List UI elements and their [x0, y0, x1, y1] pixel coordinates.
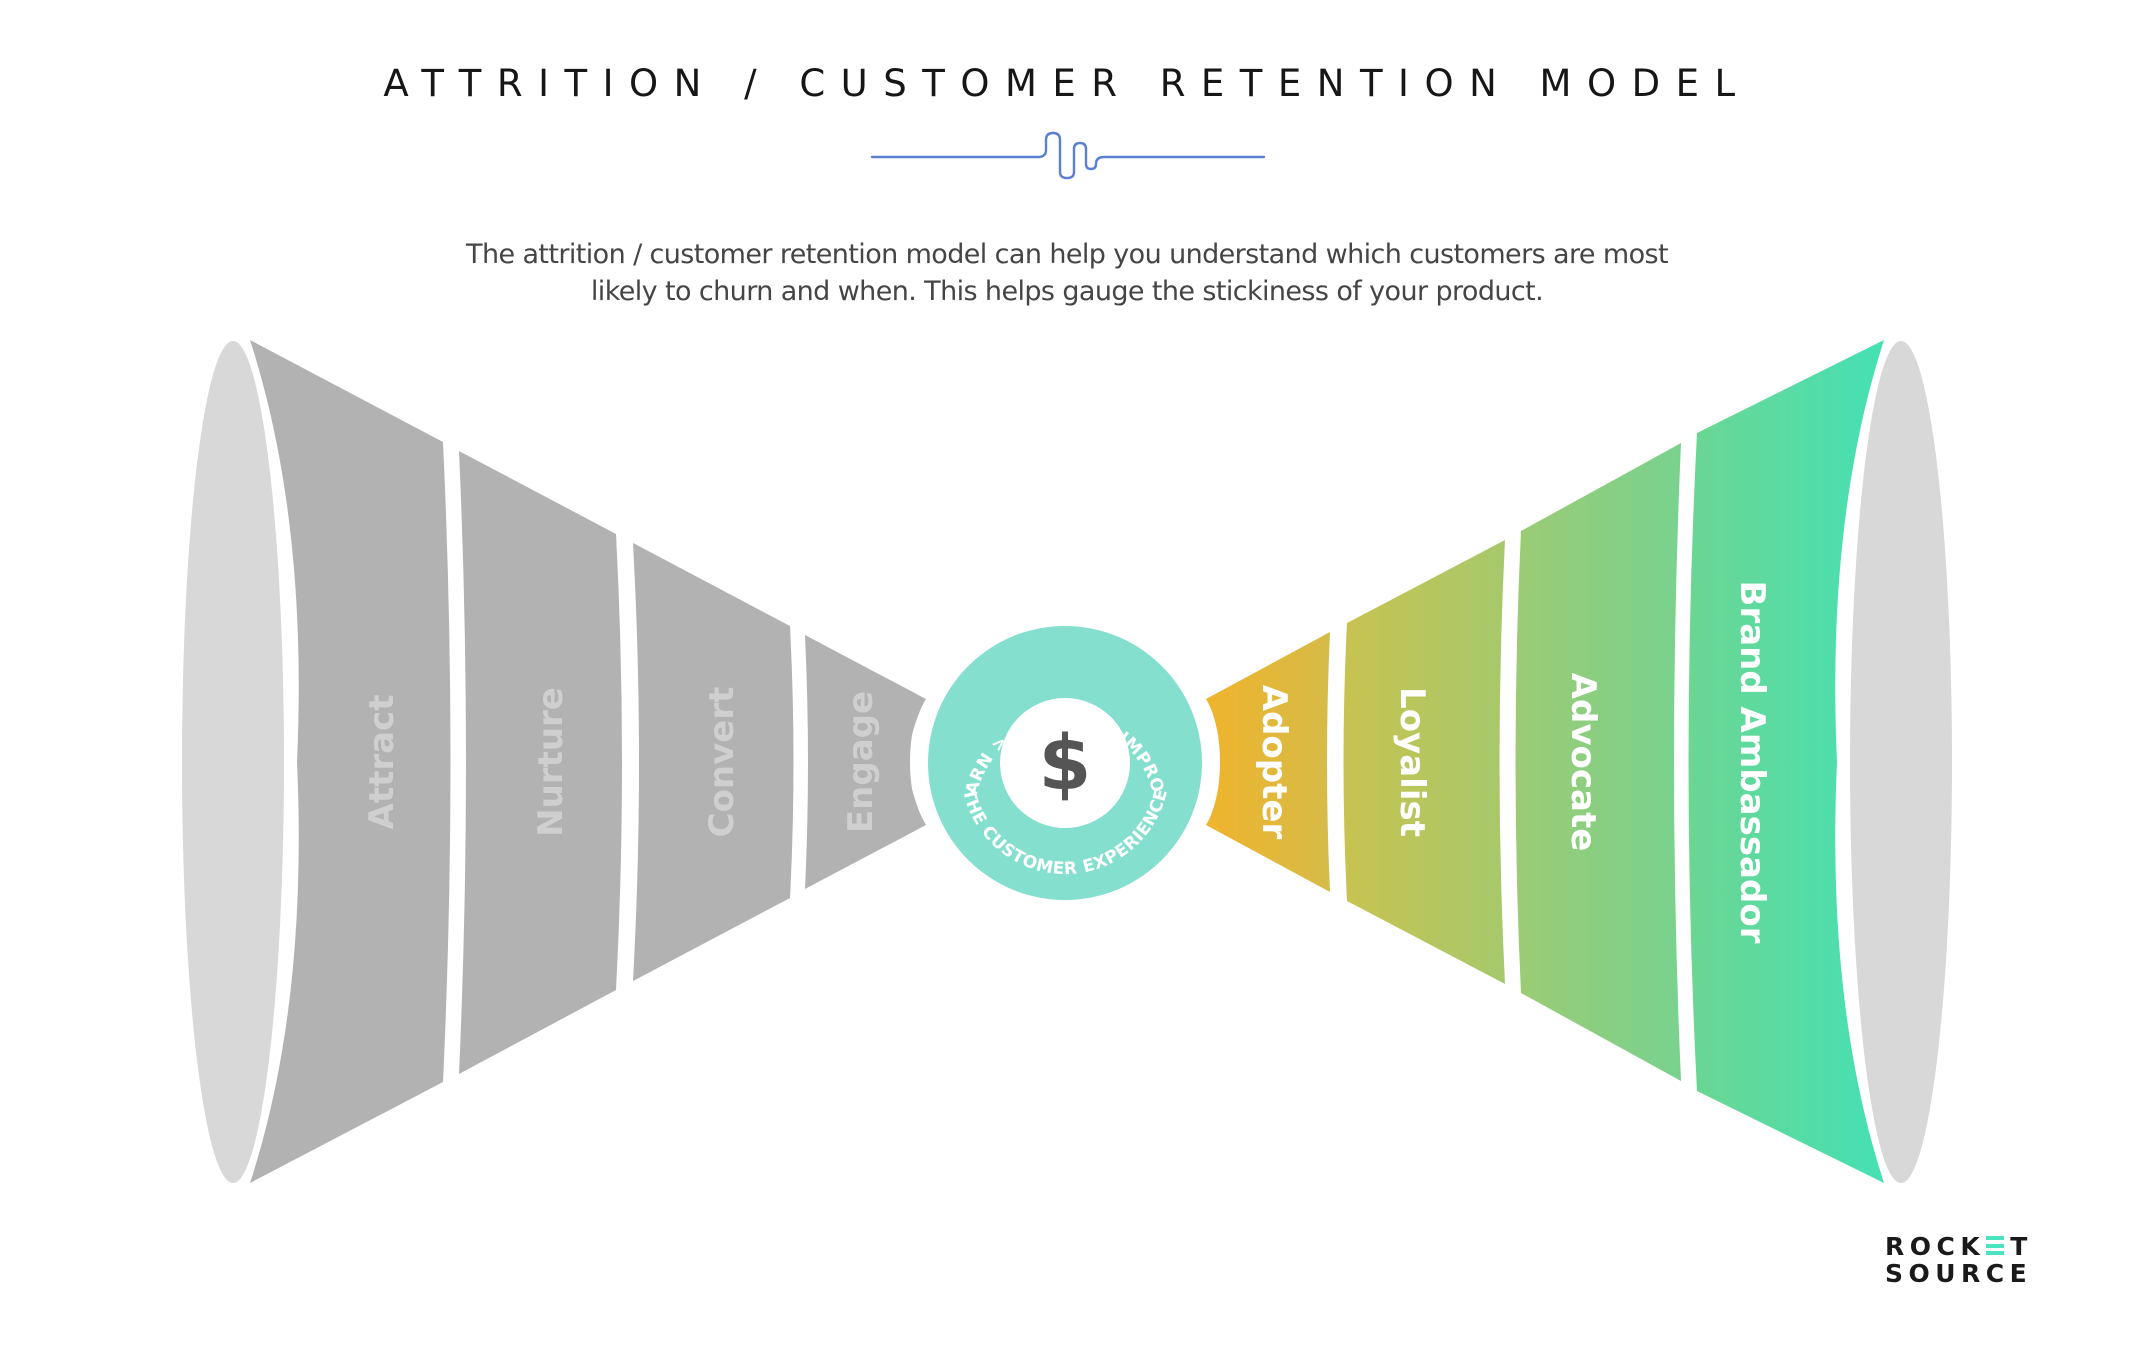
rocketsource-logo: ROCK T SOURCE — [1885, 1233, 2045, 1287]
label-convert: Convert — [702, 687, 742, 838]
label-brand-ambassador: Brand Ambassador — [1732, 581, 1772, 944]
stage-convert — [633, 543, 794, 981]
logo-line-2: SOURCE — [1885, 1259, 2033, 1288]
left-stage-labels: Attract Nurture Convert Engage — [362, 687, 881, 838]
stage-adopter — [1206, 632, 1330, 892]
stage-nurture — [459, 451, 622, 1074]
left-funnel-mouth — [182, 341, 284, 1183]
page-title: ATTRITION / CUSTOMER RETENTION MODEL — [383, 62, 1751, 105]
right-funnel — [1206, 340, 1884, 1183]
label-nurture: Nurture — [531, 687, 571, 837]
dollar-icon: $ — [1039, 718, 1092, 807]
inner-circle — [1000, 698, 1130, 828]
stage-loyalist — [1343, 540, 1505, 984]
squiggle-divider-icon — [870, 131, 1266, 180]
logo-text-t: T — [2010, 1232, 2033, 1261]
description-line-2: likely to churn and when. This helps gau… — [590, 276, 1544, 307]
logo-e-bars-icon — [1986, 1236, 2005, 1255]
left-funnel — [250, 340, 926, 1183]
label-advocate: Advocate — [1563, 673, 1603, 852]
label-loyalist: Loyalist — [1392, 687, 1432, 837]
label-engage: Engage — [841, 691, 881, 833]
label-attract: Attract — [362, 695, 402, 830]
stage-advocate — [1515, 443, 1681, 1081]
right-stage-labels: Adopter Loyalist Advocate Brand Ambassad… — [1254, 581, 1772, 944]
logo-line-1: ROCK T — [1885, 1233, 2045, 1260]
logo-text-rock: ROCK — [1885, 1232, 1986, 1261]
description-line-1: The attrition / customer retention model… — [466, 239, 1668, 270]
stage-engage — [805, 635, 926, 889]
label-adopter: Adopter — [1254, 685, 1294, 840]
right-funnel-mouth — [1850, 341, 1952, 1183]
stage-brand-ambassador — [1688, 340, 1884, 1183]
stage-attract — [250, 340, 451, 1183]
description: The attrition / customer retention model… — [300, 236, 1834, 310]
